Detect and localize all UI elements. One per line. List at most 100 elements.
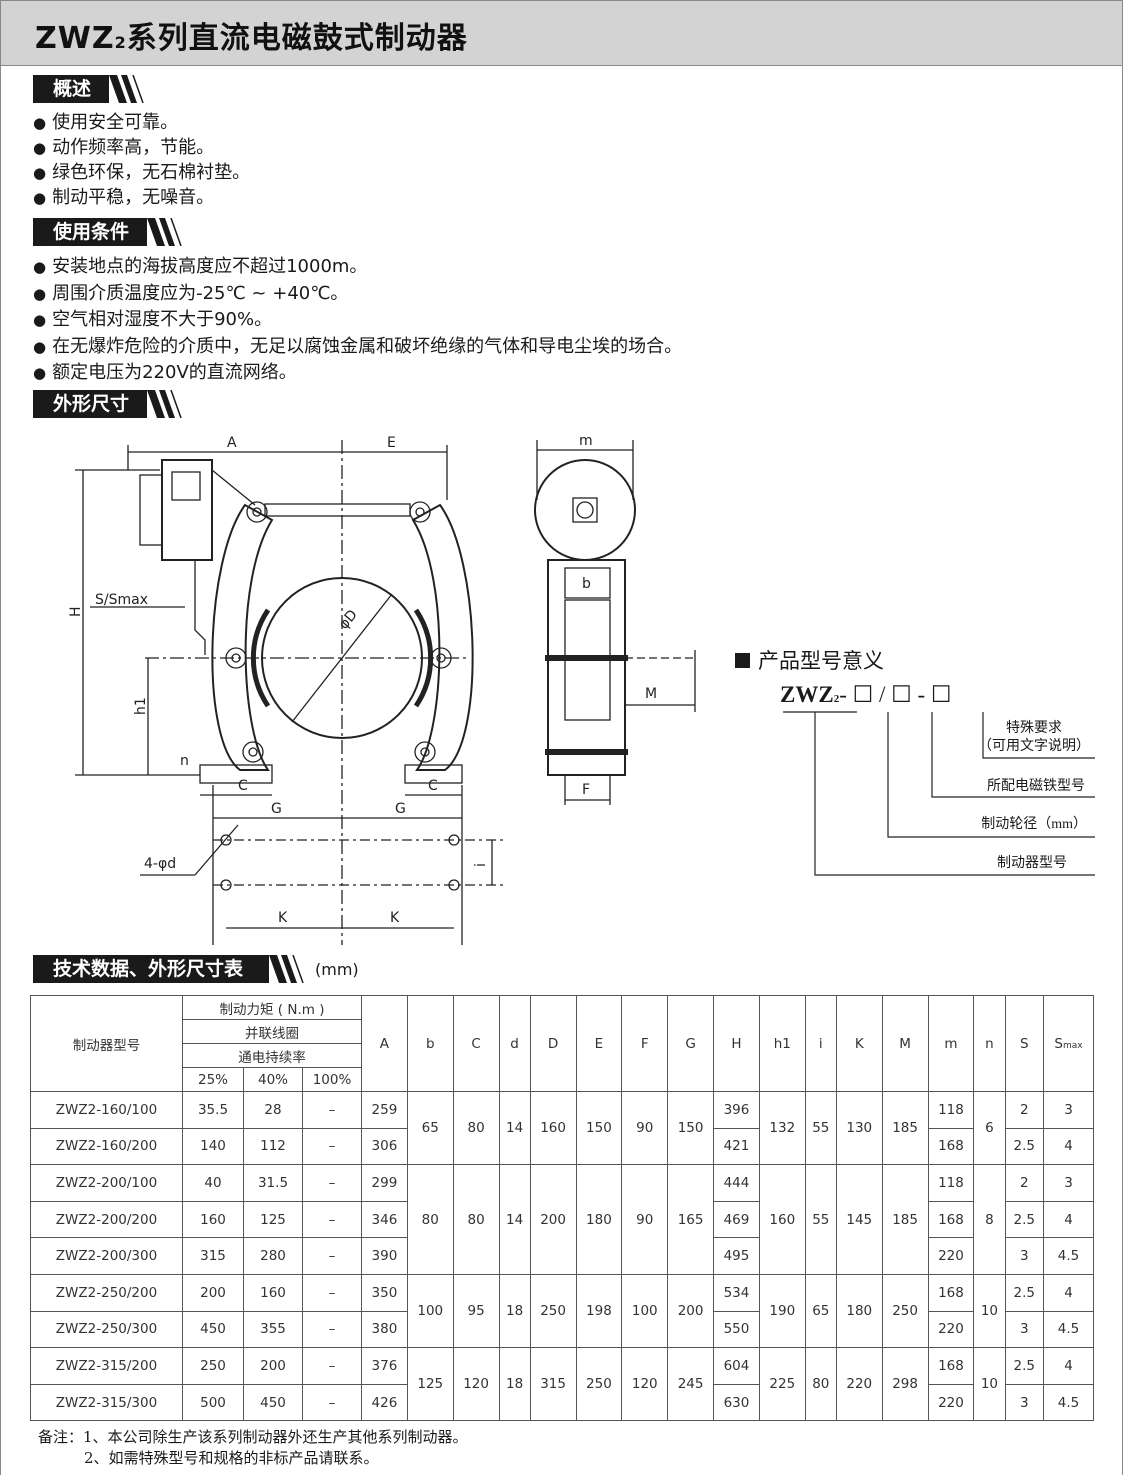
cell-H: 444	[713, 1164, 760, 1202]
cell-i: 80	[804, 1347, 837, 1422]
title-bar: ZWZ2系列直流电磁鼓式制动器	[0, 0, 1123, 66]
list-item: 安装地点的海拔高度应不超过1000m。	[33, 254, 682, 281]
cell-m: 168	[927, 1273, 975, 1312]
right-brake-arm	[411, 503, 474, 771]
cell-S: 2	[1004, 1091, 1044, 1129]
heading-label: 概述	[33, 75, 110, 103]
cell-m: 220	[927, 1310, 975, 1349]
dim-label-E: E	[387, 435, 396, 451]
cell-F: 120	[621, 1347, 669, 1422]
cell-b: 65	[406, 1090, 454, 1166]
cell-Smax: 4	[1042, 1200, 1095, 1239]
cell-A: 390	[361, 1237, 408, 1275]
cell-torque-100: –	[302, 1347, 362, 1385]
cell-G: 200	[667, 1273, 715, 1349]
heading-label: 技术数据、外形尺寸表	[33, 955, 270, 983]
column-header-torque: 制动力矩 ( N.m )	[182, 995, 362, 1020]
cell-torque-25: 500	[182, 1383, 244, 1422]
list-item: 制动平稳，无噪音。	[33, 185, 250, 210]
section-heading-conditions: 使用条件	[33, 218, 187, 246]
cell-A: 346	[361, 1200, 408, 1239]
cell-torque-40: 450	[243, 1383, 303, 1422]
cell-Smax: 4.5	[1042, 1237, 1095, 1275]
cell-E: 180	[575, 1164, 623, 1275]
slash-decoration-icon	[109, 75, 144, 103]
dim-label-D: φD	[336, 607, 361, 633]
cell-m: 168	[927, 1347, 975, 1385]
cell-K: 145	[835, 1164, 883, 1275]
cell-C: 80	[452, 1164, 500, 1275]
column-header-F: F	[621, 995, 669, 1092]
cell-model: ZWZ2-315/300	[30, 1383, 183, 1422]
cell-i: 55	[804, 1090, 837, 1166]
page-frame	[0, 66, 1123, 1475]
cell-A: 350	[361, 1273, 408, 1312]
cell-b: 80	[406, 1164, 454, 1275]
cell-model: ZWZ2-200/100	[30, 1164, 183, 1202]
cell-D: 200	[529, 1164, 577, 1275]
cell-F: 100	[621, 1273, 669, 1349]
cell-E: 198	[575, 1273, 623, 1349]
cell-model: ZWZ2-200/300	[30, 1237, 183, 1275]
column-header-K: K	[835, 995, 883, 1092]
section-heading-techdata: 技术数据、外形尺寸表 (mm)	[33, 955, 359, 983]
cell-M: 250	[881, 1273, 929, 1349]
cell-h1: 132	[758, 1090, 806, 1166]
column-header-i: i	[804, 995, 837, 1092]
slash-decoration-icon	[147, 390, 182, 418]
list-item: 绿色环保，无石棉衬垫。	[33, 160, 250, 185]
slash-decoration-icon	[147, 218, 182, 246]
right-base	[404, 764, 463, 784]
model-meaning-legend: 产品型号意义 ZWZ2- ☐ / ☐ - ☐ 特殊要求（可用文字说明） 所配电磁…	[735, 640, 1095, 880]
cell-m: 168	[927, 1200, 975, 1239]
cell-A: 299	[361, 1164, 408, 1202]
cell-torque-25: 160	[182, 1200, 244, 1239]
dim-label-K: K	[390, 910, 400, 926]
cell-torque-40: 31.5	[243, 1164, 303, 1202]
legend-leader-lines	[783, 711, 1095, 876]
cell-torque-40: 28	[243, 1091, 303, 1129]
dim-label-H: H	[68, 606, 84, 617]
column-header-model: 制动器型号	[30, 995, 183, 1092]
cell-m: 118	[927, 1091, 975, 1129]
cell-H: 604	[713, 1347, 760, 1385]
cell-H: 550	[713, 1310, 760, 1349]
cell-torque-25: 315	[182, 1237, 244, 1275]
title-subscript: 2	[114, 33, 127, 52]
list-item: 空气相对湿度不大于90%。	[33, 307, 682, 334]
cell-n: 8	[973, 1164, 1006, 1275]
cell-torque-40: 125	[243, 1200, 303, 1239]
column-header-M: M	[881, 995, 929, 1092]
column-header-duty-level: 25%	[182, 1067, 244, 1092]
dim-label-G: G	[271, 801, 282, 817]
dim-label-C: C	[428, 778, 438, 794]
dim-label-h1: h1	[133, 697, 149, 715]
dim-label-n: n	[180, 753, 189, 769]
cell-A: 259	[361, 1091, 408, 1129]
electromagnet	[161, 459, 213, 561]
cell-n: 10	[973, 1273, 1006, 1349]
cell-model: ZWZ2-315/200	[30, 1347, 183, 1385]
cell-E: 250	[575, 1347, 623, 1422]
brake-drum	[261, 577, 423, 739]
list-item: 动作频率高，节能。	[33, 135, 250, 160]
cell-h1: 190	[758, 1273, 806, 1349]
cell-torque-40: 355	[243, 1310, 303, 1349]
cell-S: 2.5	[1004, 1127, 1044, 1166]
cell-b: 125	[406, 1347, 454, 1422]
cell-i: 65	[804, 1273, 837, 1349]
cell-M: 185	[881, 1090, 929, 1166]
cell-S: 3	[1004, 1237, 1044, 1275]
legend-label: 所配电磁铁型号	[987, 779, 1085, 794]
dim-label-G: G	[395, 801, 406, 817]
overview-list: 使用安全可靠。 动作频率高，节能。 绿色环保，无石棉衬垫。 制动平稳，无噪音。	[33, 110, 250, 210]
cell-M: 298	[881, 1347, 929, 1422]
code-subscript: 2	[833, 693, 840, 705]
cell-m: 118	[927, 1164, 975, 1202]
cell-d: 18	[498, 1273, 531, 1349]
